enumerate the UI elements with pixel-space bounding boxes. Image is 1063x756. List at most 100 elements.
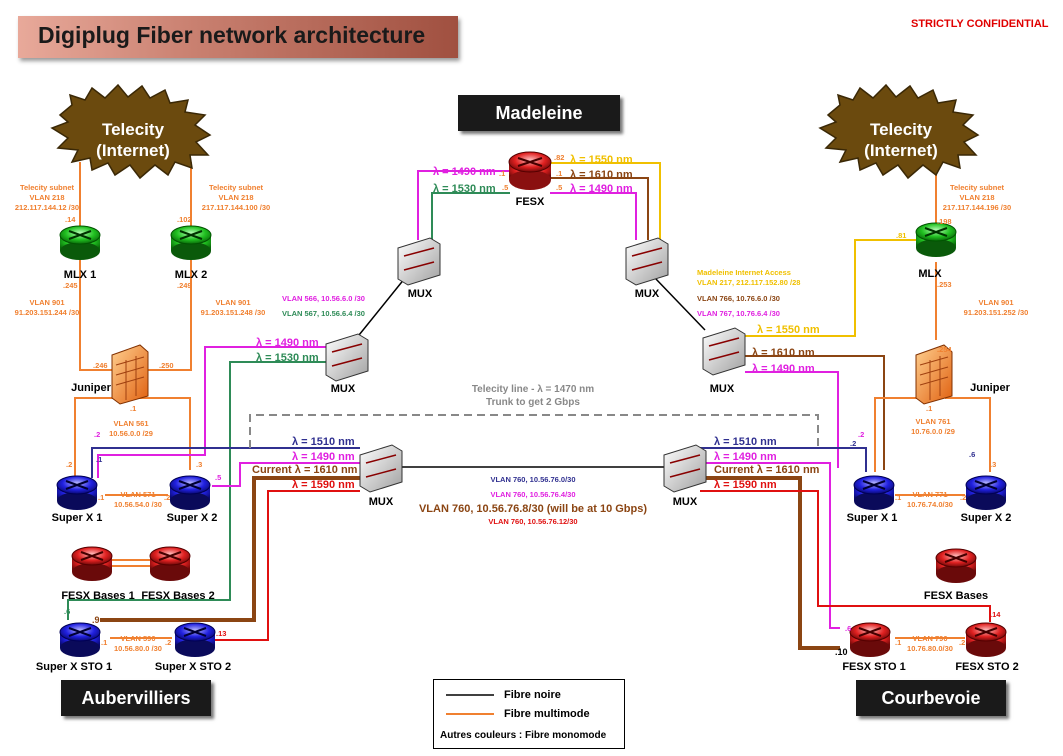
ip-fesx-1a: .1 [499,169,505,178]
ip-sx2-5: .5 [215,473,221,482]
site-courbevoie: Courbevoie [856,680,1006,716]
vlan-566: VLAN 566, 10.56.6.0 /30 [282,294,365,303]
router-fesx-bases1 [71,546,113,581]
ip-junr-1: .1 [926,404,932,413]
ip-sto1-6: .6 [64,607,70,616]
link-1490-mid-right [745,371,839,468]
vlan-771-a: VLAN 771 [912,490,947,499]
vlan-760-8: VLAN 760, 10.56.76.8/30 (will be at 10 G… [419,503,647,515]
vlan-761-b: 10.76.0.0 /29 [911,427,955,436]
mux-low-left [359,444,403,493]
label-sxsto1: Super X STO 1 [36,661,112,673]
ip-fsto2-14: .14 [990,610,1001,619]
router-mlx2 [170,225,212,260]
link-1510-right [700,447,867,472]
wl-1490-mid-right: λ = 1490 nm [752,363,815,375]
ip-sx2-2: .2 [164,493,170,502]
vlan-tc-l2-a: Telecity subnet [209,183,264,192]
trunk-label-2: Trunk to get 2 Gbps [486,397,580,408]
ip-fsto2-2: .2 [959,638,965,647]
router-sxsto2 [174,622,216,657]
vlan-760-12: VLAN 760, 10.56.76.12/30 [488,517,577,526]
vlan-tc-l1-b: VLAN 218 [29,193,64,202]
cloud-left-line1: Telecity [102,120,165,139]
vlan-tc-r-b: VLAN 218 [959,193,994,202]
site-madeleine: Madeleine [458,95,620,131]
router-sx2-right [965,475,1007,510]
label-mux-mid-right: MUX [710,383,735,395]
ip-mlx1-14: .14 [65,215,76,224]
vlan-760-4: VLAN 760, 10.56.76.4/30 [490,490,575,499]
links [67,162,991,650]
link-jun-sx2 [128,397,191,470]
vlan-tc-l1-a: Telecity subnet [20,183,75,192]
wl-1510-right: λ = 1510 nm [714,436,777,448]
vlan-761-a: VLAN 761 [915,417,950,426]
router-sxsto1 [59,622,101,657]
wl-1530-top: λ = 1530 nm [433,183,496,195]
ip-sx1-2b: .2 [66,460,72,469]
ip-junr-254: .254 [937,345,952,354]
label-mux-low-left: MUX [369,496,394,508]
vlan-766: VLAN 766, 10.76.6.0 /30 [697,294,780,303]
vlan-tc-l2-b: VLAN 218 [218,193,253,202]
cloud-right-line1: Telecity [870,120,933,139]
legend: Fibre noire Fibre multimode Autres coule… [433,679,625,749]
wl-1550-top: λ = 1550 nm [570,154,633,166]
label-mlx1: MLX 1 [64,269,96,281]
router-mlx1 [59,225,101,260]
link-1610-mid-right [745,355,885,470]
link-1590-right [700,490,991,622]
ip-sxr-1: .1 [895,493,901,502]
label-sx1-left: Super X 1 [52,512,103,524]
vlan-790-a: VLAN 790 [912,634,947,643]
vlan-mad-inet-a: Madeleine Internet Access [697,268,791,277]
ip-sx1-2a: .2 [94,430,100,439]
link-1490-top-right [550,192,637,240]
label-sxsto2: Super X STO 2 [155,661,231,673]
link-1530-top-left [431,192,510,240]
label-fesx: FESX [516,196,545,208]
ip-fsto1-1: .1 [895,638,901,647]
label-fesx-bases2: FESX Bases 2 [141,590,214,602]
site-aubervilliers: Aubervilliers [61,680,211,716]
link-1610-top-right [550,177,649,240]
cloud-shape-right [818,83,980,180]
legend-black-label: Fibre noire [504,689,561,701]
page-title: Digiplug Fiber network architecture [38,22,426,48]
link-1490-mid-left [97,346,332,478]
label-sx1-right: Super X 1 [847,512,898,524]
ip-fesx-5a: .5 [502,183,508,192]
link-1490-left [212,462,360,487]
ip-sto1-1: .1 [101,638,107,647]
ip-endpoints: .82 .1 .1 .5 .5 .14 .245 .102 .249 .246 … [63,153,1001,657]
ip-mlx1-245: .245 [63,281,78,290]
vlan-tc-r-c: 217.117.144.196 /30 [943,203,1011,212]
label-mux-low-right: MUX [673,496,698,508]
wl-1530-mid-left: λ = 1530 nm [256,352,319,364]
label-mux-mid-left: MUX [331,383,356,395]
vlan-901-l1-a: VLAN 901 [29,298,64,307]
ip-jun-246: .246 [93,361,108,370]
mux-low-right [663,444,707,493]
vlan-561-a: VLAN 561 [113,419,148,428]
label-fesx-bases-right: FESX Bases [924,590,988,602]
cloud-left: Telecity (Internet) [50,83,212,180]
vlan-901-r-b: 91.203.151.252 /30 [964,308,1029,317]
link-junr-sx1 [874,397,925,472]
link-1490-right [700,462,840,629]
ip-mlxr-253: .253 [937,280,952,289]
firewall-juniper-left [111,344,149,405]
link-junr-sx2 [945,397,991,472]
cloud-left-line2: (Internet) [96,141,170,160]
cloud-right: Telecity (Internet) [818,83,980,180]
link-black-mux-left [354,277,406,341]
ip-sxr-2a: .2 [858,430,864,439]
router-fesx [508,151,552,190]
vlan-790-b: 10.76.80.0/30 [907,644,953,653]
ip-mlxr-81: .81 [896,231,906,240]
vlan-tc-l1-c: 212.117.144.12 /30 [15,203,79,212]
router-fesx-bases-right [935,548,977,583]
ip-mlx2-102: .102 [177,215,192,224]
vlan-mad-inet-b: VLAN 217, 212.117.152.80 /28 [697,278,800,287]
